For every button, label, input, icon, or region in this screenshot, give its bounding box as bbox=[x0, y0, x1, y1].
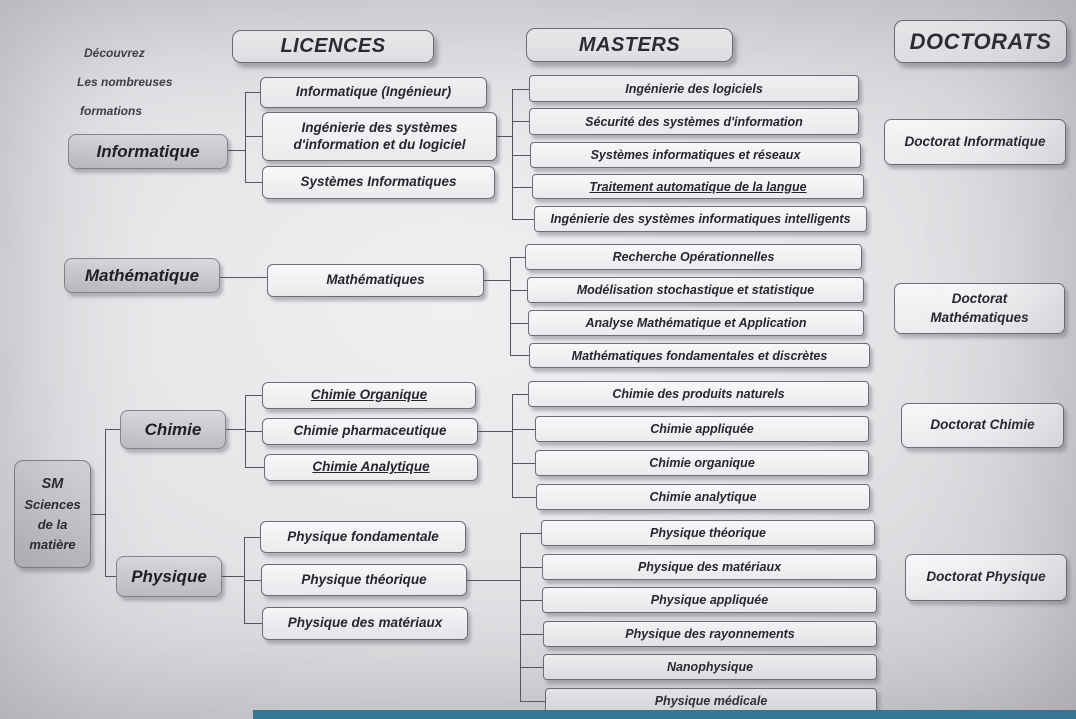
intro-text-line3: formations bbox=[80, 104, 143, 118]
connector bbox=[245, 136, 263, 137]
connector bbox=[226, 429, 246, 430]
connector bbox=[520, 667, 543, 668]
physique-master-box: Physique théorique bbox=[541, 520, 875, 546]
connector bbox=[512, 89, 529, 90]
connector bbox=[244, 580, 261, 581]
masters-header: MASTERS bbox=[526, 28, 733, 62]
sm-label-line: de la bbox=[37, 517, 68, 533]
connector bbox=[228, 150, 246, 151]
mathematique-master-box: Mathématiques fondamentales et discrètes bbox=[529, 343, 870, 368]
connector bbox=[512, 394, 528, 395]
connector bbox=[520, 600, 542, 601]
informatique-master-box: Ingénierie des systèmes informatiques in… bbox=[534, 206, 867, 232]
physique-licence-box: Physique fondamentale bbox=[260, 521, 466, 553]
connector bbox=[105, 429, 106, 577]
chimie-licence-box: Chimie pharmaceutique bbox=[262, 418, 478, 445]
informatique-domain-box: Informatique bbox=[68, 134, 228, 169]
informatique-master-box: Systèmes informatiques et réseaux bbox=[530, 142, 861, 168]
connector bbox=[520, 567, 542, 568]
connector bbox=[512, 497, 536, 498]
connector bbox=[222, 576, 245, 577]
doctorat-physique-box: Doctorat Physique bbox=[905, 554, 1067, 601]
connector bbox=[512, 219, 534, 220]
connector bbox=[484, 280, 511, 281]
physique-licence-box: Physique théorique bbox=[261, 564, 467, 596]
connector bbox=[512, 155, 530, 156]
connector bbox=[244, 537, 260, 538]
connector bbox=[512, 394, 513, 497]
connector bbox=[478, 431, 513, 432]
connector bbox=[245, 182, 263, 183]
connector bbox=[245, 92, 246, 183]
informatique-master-box: Traitement automatique de la langue bbox=[532, 174, 864, 199]
connector bbox=[512, 121, 529, 122]
doctorats-header: DOCTORATS bbox=[894, 20, 1067, 63]
informatique-licence-box: Ingénierie des systèmes d'information et… bbox=[262, 112, 497, 161]
chimie-licence-box: Chimie Analytique bbox=[264, 454, 478, 481]
mathematique-licence-box: Mathématiques bbox=[267, 264, 484, 297]
connector bbox=[520, 533, 541, 534]
connector bbox=[512, 429, 535, 430]
licences-header: LICENCES bbox=[232, 30, 434, 63]
connector bbox=[105, 429, 120, 430]
connector bbox=[245, 395, 262, 396]
physique-master-box: Nanophysique bbox=[543, 654, 877, 680]
connector bbox=[520, 533, 521, 701]
connector bbox=[105, 576, 116, 577]
chimie-master-box: Chimie des produits naturels bbox=[528, 381, 869, 407]
chimie-master-box: Chimie organique bbox=[535, 450, 869, 476]
physique-master-box: Physique médicale bbox=[545, 688, 877, 714]
mathematique-master-box: Modélisation stochastique et statistique bbox=[527, 277, 864, 303]
connector bbox=[510, 290, 527, 291]
connector bbox=[91, 514, 106, 515]
connector bbox=[245, 467, 264, 468]
sm-label-line: matière bbox=[29, 537, 76, 553]
chimie-master-box: Chimie appliquée bbox=[535, 416, 869, 442]
connector bbox=[510, 257, 525, 258]
mathematique-master-box: Recherche Opérationnelles bbox=[525, 244, 862, 270]
intro-text-line1: Découvrez bbox=[84, 46, 145, 60]
connector bbox=[245, 92, 261, 93]
physique-domain-box: Physique bbox=[116, 556, 222, 597]
doctorat-informatique-box: Doctorat Informatique bbox=[884, 119, 1066, 165]
sm-label-line: Sciences bbox=[24, 497, 81, 513]
connector bbox=[467, 580, 521, 581]
sm-box: SM Sciences de la matière bbox=[14, 460, 91, 568]
connector bbox=[245, 431, 262, 432]
chimie-domain-box: Chimie bbox=[120, 410, 226, 449]
physique-licence-box: Physique des matériaux bbox=[262, 607, 468, 640]
connector bbox=[520, 634, 543, 635]
doctorat-mathematiques-box: Doctorat Mathématiques bbox=[894, 283, 1065, 334]
informatique-licence-box: Informatique (Ingénieur) bbox=[260, 77, 487, 108]
connector bbox=[512, 463, 535, 464]
intro-text-line2: Les nombreuses bbox=[77, 75, 173, 89]
physique-master-box: Physique des rayonnements bbox=[543, 621, 877, 647]
connector bbox=[244, 623, 262, 624]
physique-master-box: Physique des matériaux bbox=[542, 554, 877, 580]
chimie-licence-box: Chimie Organique bbox=[262, 382, 476, 409]
connector bbox=[512, 89, 513, 219]
chimie-master-box: Chimie analytique bbox=[536, 484, 870, 510]
connector bbox=[520, 701, 545, 702]
connector bbox=[512, 187, 532, 188]
informatique-master-box: Ingénierie des logiciels bbox=[529, 75, 859, 102]
footer-accent-bar bbox=[253, 710, 1076, 719]
connector bbox=[510, 323, 528, 324]
doctorat-chimie-box: Doctorat Chimie bbox=[901, 403, 1064, 448]
mathematique-master-box: Analyse Mathématique et Application bbox=[528, 310, 864, 336]
informatique-master-box: Sécurité des systèmes d'information bbox=[529, 108, 859, 135]
mathematique-domain-box: Mathématique bbox=[64, 258, 220, 293]
connector bbox=[510, 355, 529, 356]
connector bbox=[510, 257, 511, 356]
sm-code: SM bbox=[41, 475, 64, 492]
physique-master-box: Physique appliquée bbox=[542, 587, 877, 613]
connector bbox=[497, 136, 513, 137]
informatique-licence-box: Systèmes Informatiques bbox=[262, 166, 495, 199]
connector bbox=[220, 277, 267, 278]
